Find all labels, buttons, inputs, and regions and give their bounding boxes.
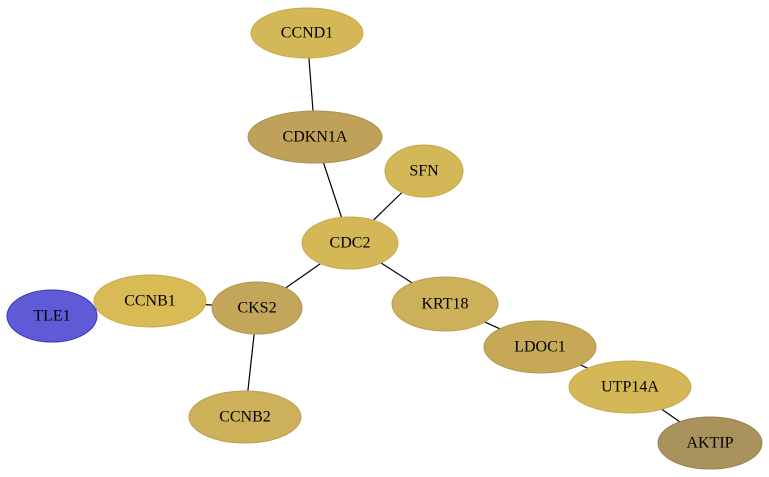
node-aktip-label: AKTIP xyxy=(686,435,733,452)
node-tle1[interactable]: TLE1 xyxy=(6,289,98,343)
node-krt18[interactable]: KRT18 xyxy=(391,276,499,332)
node-cdkn1a-ellipse xyxy=(247,110,383,164)
node-ccnb1[interactable]: CCNB1 xyxy=(93,274,207,328)
node-sfn[interactable]: SFN xyxy=(384,144,464,198)
node-krt18-label: KRT18 xyxy=(421,296,468,313)
node-utp14a-ellipse xyxy=(568,360,692,414)
node-cks2-ellipse xyxy=(211,281,303,335)
node-cks2[interactable]: CKS2 xyxy=(211,281,303,335)
node-ccnd1[interactable]: CCND1 xyxy=(250,7,364,59)
node-ccnb2[interactable]: CCNB2 xyxy=(188,390,302,444)
node-cdc2-ellipse xyxy=(301,216,399,270)
node-cdc2[interactable]: CDC2 xyxy=(301,216,399,270)
node-tle1-ellipse xyxy=(6,289,98,343)
node-krt18-ellipse xyxy=(391,276,499,332)
node-sfn-label: SFN xyxy=(409,163,439,180)
node-utp14a-label: UTP14A xyxy=(601,379,659,396)
node-aktip-ellipse xyxy=(657,416,763,470)
node-ccnb2-label: CCNB2 xyxy=(219,409,271,426)
node-aktip[interactable]: AKTIP xyxy=(657,416,763,470)
node-utp14a[interactable]: UTP14A xyxy=(568,360,692,414)
node-sfn-ellipse xyxy=(384,144,464,198)
node-ccnb1-label: CCNB1 xyxy=(124,293,176,310)
node-ccnd1-label: CCND1 xyxy=(281,25,333,42)
node-tle1-label: TLE1 xyxy=(33,308,70,325)
node-cks2-label: CKS2 xyxy=(237,300,276,317)
node-cdkn1a[interactable]: CDKN1A xyxy=(247,110,383,164)
node-cdc2-label: CDC2 xyxy=(330,235,371,252)
node-ldoc1-ellipse xyxy=(483,320,597,374)
node-ccnb1-ellipse xyxy=(93,274,207,328)
node-ldoc1[interactable]: LDOC1 xyxy=(483,320,597,374)
node-ccnb2-ellipse xyxy=(188,390,302,444)
node-cdkn1a-label: CDKN1A xyxy=(283,129,348,146)
node-ldoc1-label: LDOC1 xyxy=(514,339,566,356)
node-ccnd1-ellipse xyxy=(250,7,364,59)
